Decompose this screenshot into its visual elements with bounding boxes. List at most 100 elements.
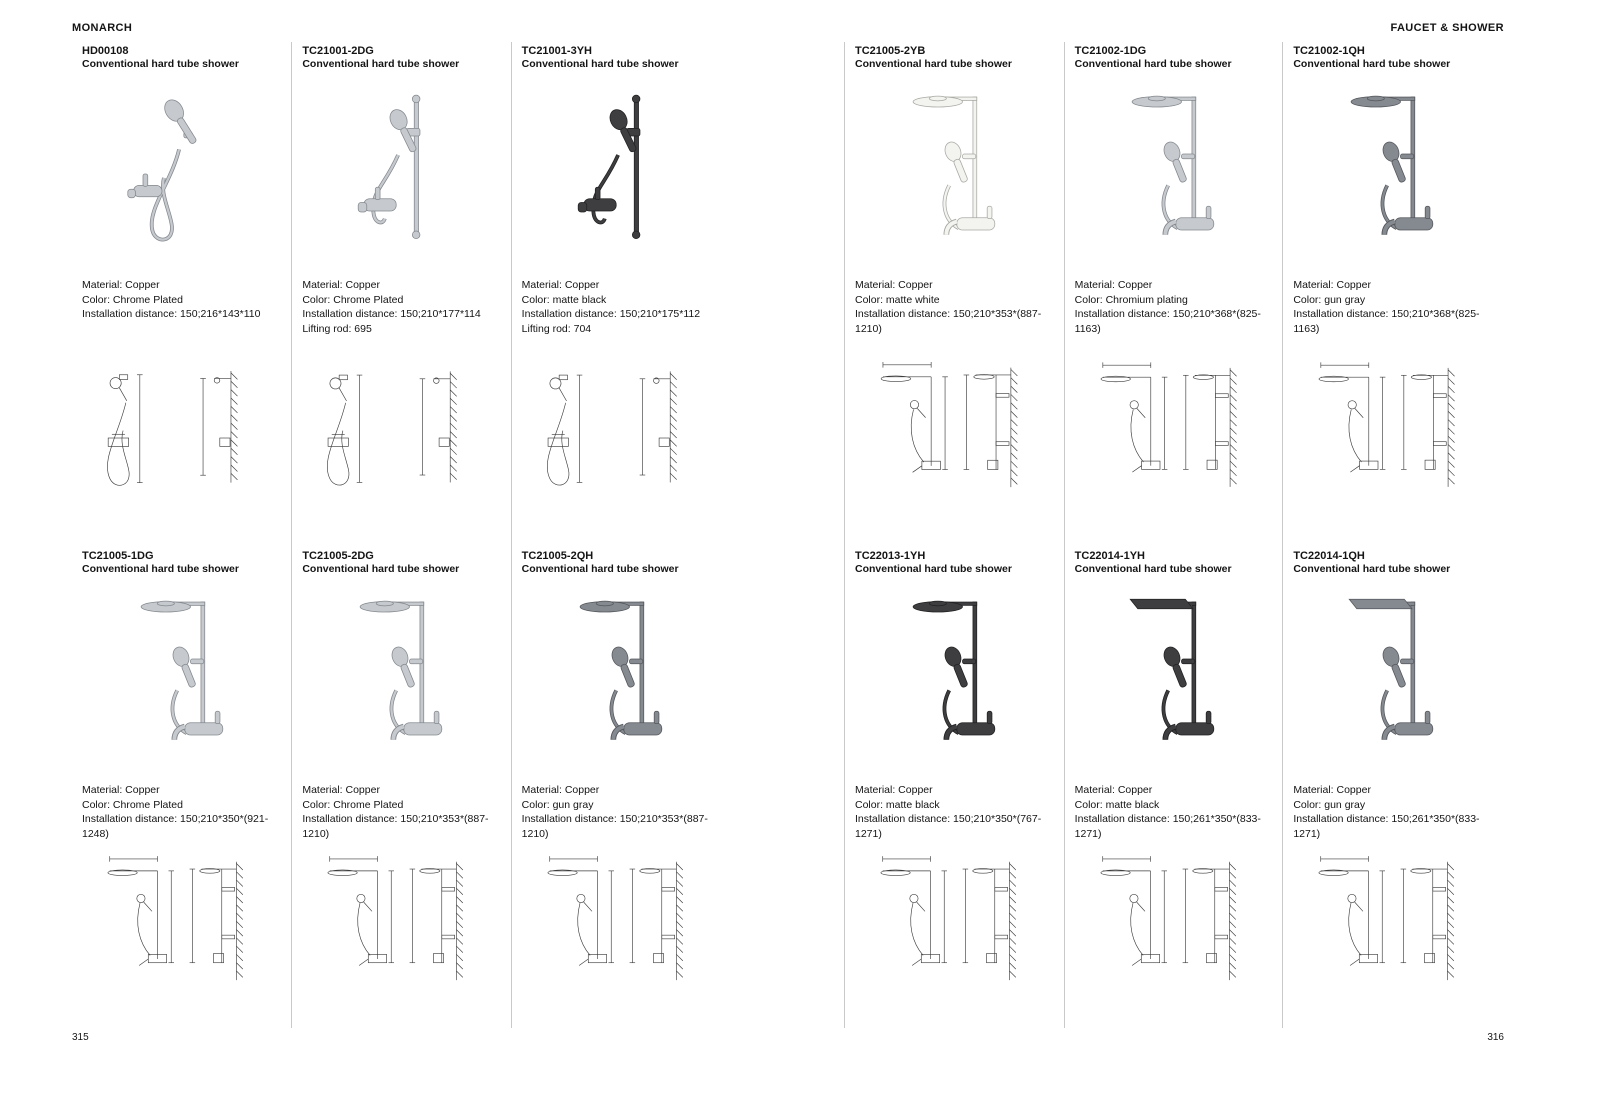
spec-line: Material: Copper [521, 784, 600, 796]
product-photo [302, 79, 498, 269]
technical-drawing [855, 342, 1052, 543]
brand-label: MONARCH [72, 22, 133, 34]
product-specs: Material: Copper Color: Chrome Plated In… [82, 278, 279, 338]
spec-line: Installation distance: 150;210*175*112 [521, 308, 701, 320]
product-code: TC21005-1DG [82, 550, 154, 562]
spec-line: Installation distance: 150;261*350*(833-… [1293, 813, 1480, 840]
technical-drawing [302, 847, 498, 1024]
spec-line: Installation distance: 150;210*353*(887-… [302, 813, 489, 840]
spec-line: Installation distance: 150;210*368*(825-… [1074, 308, 1261, 335]
spec-line: Material: Copper [82, 279, 160, 291]
product-specs: Material: Copper Color: gun gray Install… [1293, 278, 1489, 338]
product-specs: Material: Copper Color: gun gray Install… [1293, 783, 1489, 843]
product-photo [522, 79, 718, 269]
spec-line: Color: Chrome Plated [82, 293, 183, 306]
product-card: TC22013-1YH Conventional hard tube showe… [845, 547, 1064, 1028]
product-subtitle: Conventional hard tube shower [1293, 58, 1451, 70]
technical-drawing [522, 847, 718, 1024]
product-specs: Material: Copper Color: matte white Inst… [855, 278, 1052, 338]
page-header: MONARCH FAUCET & SHOWER [72, 22, 1504, 34]
product-code: TC21001-3YH [521, 45, 592, 57]
product-card: TC21005-1DG Conventional hard tube showe… [72, 547, 291, 1028]
product-specs: Material: Copper Color: matte black Inst… [1075, 783, 1271, 843]
catalog-spread: HD00108 Conventional hard tube shower Ma… [72, 42, 1504, 1028]
product-specs: Material: Copper Color: Chrome Plated In… [302, 783, 498, 843]
product-subtitle: Conventional hard tube shower [82, 58, 239, 70]
product-code: TC21005-2YB [855, 45, 926, 57]
spec-line: Color: gun gray [1293, 293, 1366, 306]
product-photo [302, 584, 498, 774]
spec-line: Color: Chrome Plated [302, 798, 404, 811]
product-photo [82, 584, 279, 774]
spec-line: Material: Copper [302, 279, 380, 291]
spec-line: Material: Copper [1293, 784, 1371, 796]
spec-line: Color: Chrome Plated [302, 293, 404, 306]
technical-drawing [522, 342, 718, 543]
product-card: HD00108 Conventional hard tube shower Ma… [72, 42, 291, 547]
spec-line: Material: Copper [1293, 279, 1371, 291]
product-card: TC22014-1YH Conventional hard tube showe… [1063, 547, 1283, 1028]
product-subtitle: Conventional hard tube shower [855, 58, 1012, 70]
product-photo [1293, 584, 1489, 774]
spec-line: Material: Copper [521, 279, 600, 291]
product-card: TC22014-1QH Conventional hard tube showe… [1282, 547, 1501, 1028]
product-photo [855, 79, 1052, 269]
spec-line: Material: Copper [82, 784, 160, 796]
product-code: TC21005-2QH [521, 550, 594, 562]
product-photo [82, 79, 279, 269]
technical-drawing [1293, 342, 1489, 543]
spec-line: Color: Chromium plating [1074, 293, 1188, 306]
product-card: TC21001-2DG Conventional hard tube showe… [291, 42, 510, 547]
product-photo [855, 584, 1052, 774]
product-specs: Material: Copper Color: matte black Inst… [855, 783, 1052, 843]
spec-line: Color: matte white [855, 293, 940, 306]
product-subtitle: Conventional hard tube shower [521, 563, 679, 575]
spec-line: Color: gun gray [521, 798, 594, 811]
product-code: TC21002-1DG [1074, 45, 1147, 57]
left-page: HD00108 Conventional hard tube shower Ma… [72, 42, 730, 1028]
category-label: FAUCET & SHOWER [1390, 22, 1504, 34]
page-gutter [730, 42, 844, 1028]
spec-line: Color: gun gray [1293, 798, 1366, 811]
product-code: TC21005-2DG [302, 550, 374, 562]
technical-drawing [1075, 342, 1271, 543]
product-subtitle: Conventional hard tube shower [521, 58, 679, 70]
product-card: TC21001-3YH Conventional hard tube showe… [510, 42, 730, 547]
spec-line: Installation distance: 150;261*350*(833-… [1074, 813, 1261, 840]
product-card: TC21005-2YB Conventional hard tube showe… [845, 42, 1064, 547]
product-photo [522, 584, 718, 774]
product-photo [1075, 584, 1271, 774]
spec-line: Color: Chrome Plated [82, 798, 183, 811]
spec-line: Installation distance: 150;210*353*(887-… [521, 813, 708, 840]
spec-line: Material: Copper [855, 279, 933, 291]
spec-line: Color: matte black [1074, 798, 1160, 811]
spec-line: Installation distance: 150;216*143*110 [82, 308, 261, 320]
technical-drawing [82, 847, 279, 1024]
spec-line: Color: matte black [855, 798, 940, 811]
spec-line: Installation distance: 150;210*350*(921-… [82, 813, 269, 840]
spec-line: Material: Copper [1074, 279, 1153, 291]
spec-line: Lifting rod: 695 [302, 322, 372, 335]
spec-line: Material: Copper [855, 784, 933, 796]
product-specs: Material: Copper Color: Chrome Plated In… [302, 278, 498, 338]
product-card: TC21002-1DG Conventional hard tube showe… [1063, 42, 1283, 547]
product-subtitle: Conventional hard tube shower [855, 563, 1012, 575]
technical-drawing [1293, 847, 1489, 1024]
product-specs: Material: Copper Color: Chromium plating… [1075, 278, 1271, 338]
product-subtitle: Conventional hard tube shower [302, 58, 460, 70]
spec-line: Material: Copper [1074, 784, 1153, 796]
page-number-right: 316 [1487, 1032, 1504, 1043]
product-subtitle: Conventional hard tube shower [1293, 563, 1451, 575]
page-number-left: 315 [72, 1032, 89, 1043]
technical-drawing [855, 847, 1052, 1024]
spec-line: Installation distance: 150;210*177*114 [302, 308, 481, 320]
spec-line: Installation distance: 150;210*350*(767-… [855, 813, 1042, 840]
product-subtitle: Conventional hard tube shower [1074, 58, 1232, 70]
product-specs: Material: Copper Color: matte black Inst… [522, 278, 718, 338]
product-specs: Material: Copper Color: gun gray Install… [522, 783, 718, 843]
product-photo [1293, 79, 1489, 269]
product-code: TC22014-1QH [1293, 550, 1365, 562]
spec-line: Color: matte black [521, 293, 607, 306]
product-card: TC21005-2DG Conventional hard tube showe… [291, 547, 510, 1028]
technical-drawing [1075, 847, 1271, 1024]
